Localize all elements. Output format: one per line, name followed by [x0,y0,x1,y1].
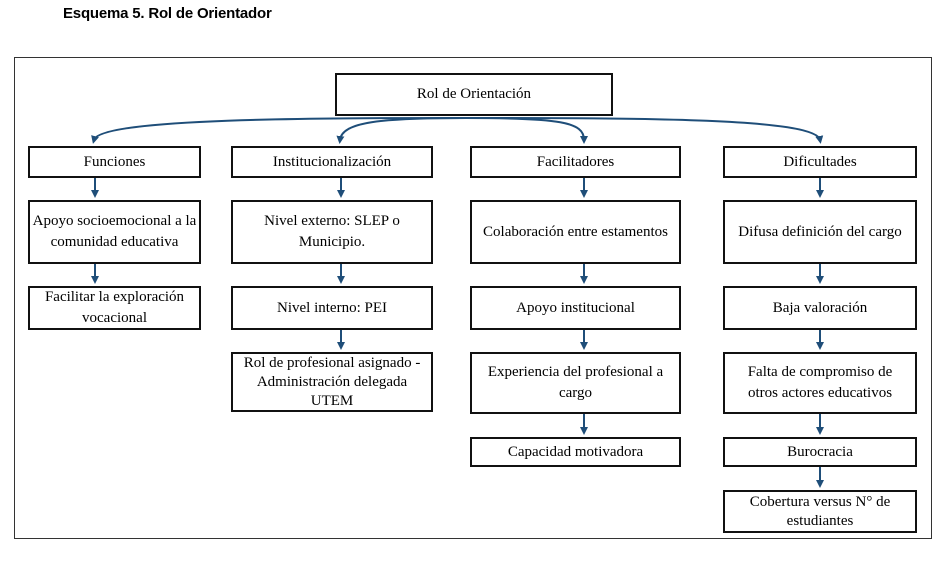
node-funciones-1: Apoyo socioemocional a la comunidad educ… [28,200,201,264]
header-funciones: Funciones [28,146,201,178]
node-dif-5: Cobertura versus N° de estudiantes [723,490,917,533]
node-dif-1: Difusa definición del cargo [723,200,917,264]
arrow-root-funciones [91,117,467,144]
header-facilitadores: Facilitadores [470,146,681,178]
node-facil-4: Capacidad motivadora [470,437,681,467]
node-facil-1: Colaboración entre estamentos [470,200,681,264]
node-funciones-2: Facilitar la exploración vocacional [28,286,201,330]
arrow-root-dificultades [465,117,824,144]
node-facil-2: Apoyo institucional [470,286,681,330]
node-inst-2: Nivel interno: PEI [231,286,433,330]
node-dif-4: Burocracia [723,437,917,467]
node-dif-3: Falta de compromiso de otros actores edu… [723,352,917,414]
node-dif-2: Baja valoración [723,286,917,330]
figure-caption: Esquema 5. Rol de Orientador [63,5,272,22]
header-institucionalizacion: Institucionalización [231,146,433,178]
node-facil-3: Experiencia del profesional a cargo [470,352,681,414]
arrow-root-institucionalizacion [336,117,467,144]
arrow-root-facilitadores [465,117,588,144]
header-dificultades: Dificultades [723,146,917,178]
node-inst-3: Rol de profesional asignado - Administra… [231,352,433,412]
diagram-frame [14,57,932,539]
node-inst-1: Nivel externo: SLEP o Municipio. [231,200,433,264]
root-node: Rol de Orientación [335,73,613,116]
